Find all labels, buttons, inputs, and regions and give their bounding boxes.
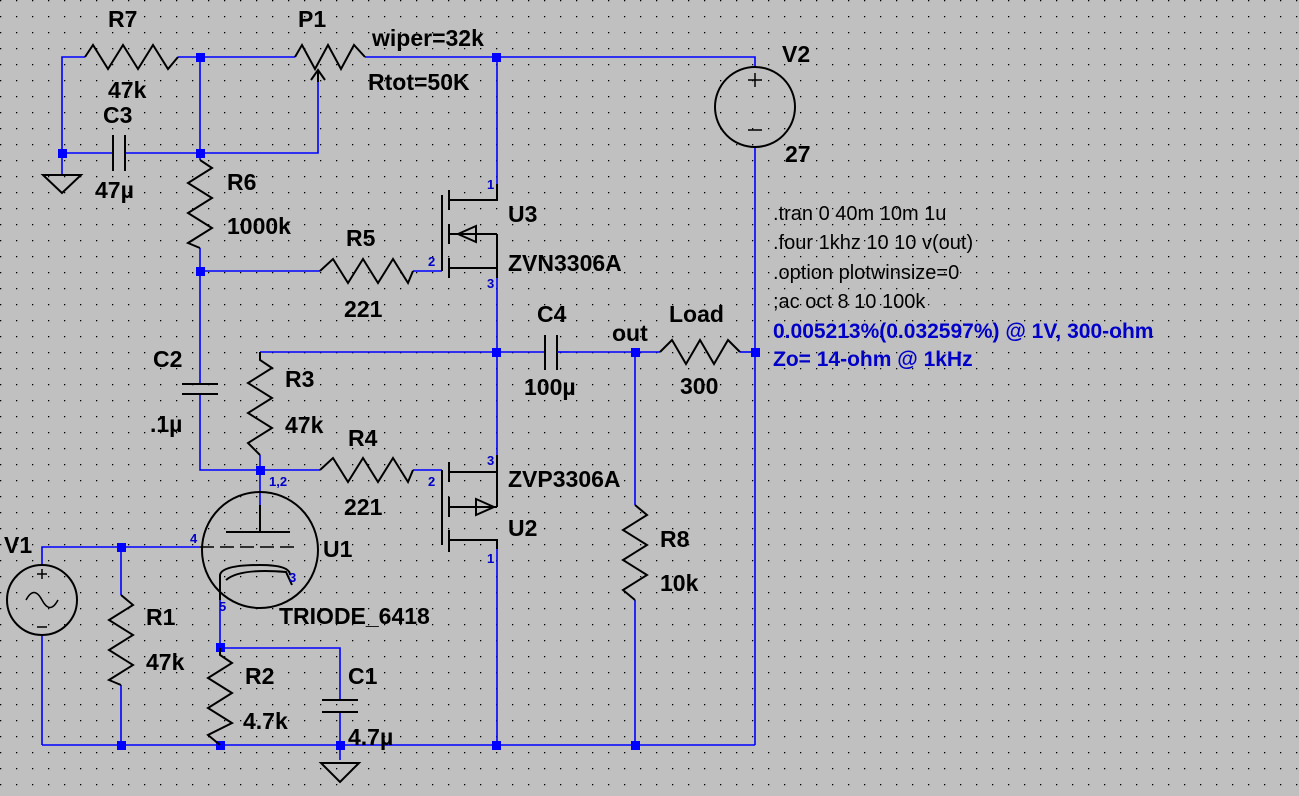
r8-ref: R8 [660, 526, 690, 552]
c1-value: 4.7µ [348, 724, 393, 750]
u3-part: ZVN3306A [508, 250, 622, 276]
capacitor-c1[interactable]: C1 4.7µ [322, 663, 393, 750]
resistor-r5[interactable]: R5 221 [319, 225, 414, 322]
load-value: 300 [680, 373, 718, 399]
potentiometer-p1[interactable]: P1 wiper=32k Rtot=50K [294, 6, 484, 95]
c4-ref: C4 [537, 301, 567, 327]
r7-ref: R7 [108, 6, 137, 32]
resistor-r7[interactable]: R7 47k [84, 6, 179, 103]
result-line: Zo= 14-ohm @ 1kHz [773, 348, 973, 371]
pmos-u2[interactable]: 3 2 1 ZVP3306A U2 [428, 453, 621, 566]
u2-pin-3: 3 [487, 453, 494, 468]
u1-part: TRIODE_6418 [279, 603, 430, 629]
c2-value: .1µ [150, 411, 182, 437]
c2-ref: C2 [153, 346, 182, 372]
ground-symbol-c1 [318, 762, 362, 784]
directive-line: .four 1khz 10 10 v(out) [773, 232, 973, 254]
r6-ref: R6 [227, 169, 256, 195]
u2-pin-1: 1 [487, 551, 494, 566]
resistor-r3[interactable]: R3 47k [246, 352, 324, 456]
resistor-r8[interactable]: R8 10k [621, 504, 699, 601]
v2-ref: V2 [782, 41, 810, 67]
resistor-r6[interactable]: R6 1000k [185, 159, 291, 249]
ground-symbol-c3 [40, 153, 84, 195]
u1-pin-4: 4 [190, 531, 198, 546]
r1-value: 47k [146, 649, 185, 675]
resistor-load[interactable]: Load 300 [659, 301, 741, 399]
resistor-r2[interactable]: R2 4.7k [206, 648, 288, 746]
r3-value: 47k [285, 412, 324, 438]
result-line: 0.005213%(0.032597%) @ 1V, 300-ohm [773, 320, 1153, 343]
u1-pin-3: 3 [289, 570, 296, 585]
u3-pin-3: 3 [487, 276, 494, 291]
c1-ref: C1 [348, 663, 378, 689]
c3-value: 47µ [95, 177, 134, 203]
r8-value: 10k [660, 570, 699, 596]
u1-ref: U1 [323, 536, 353, 562]
wires [41, 56, 756, 760]
resistor-r4[interactable]: R4 221 [319, 425, 414, 520]
resistor-r1[interactable]: R1 47k [106, 594, 185, 686]
triode-u1[interactable]: 1,2 4 3 5 U1 TRIODE_6418 [190, 474, 430, 629]
u3-pin-1: 1 [487, 177, 494, 192]
net-label-out: out [612, 320, 648, 346]
r2-ref: R2 [245, 663, 274, 689]
u1-pin-12: 1,2 [269, 474, 287, 489]
capacitor-c3[interactable]: C3 47µ [95, 102, 134, 203]
p1-ref: P1 [298, 6, 326, 32]
r2-value: 4.7k [243, 708, 288, 734]
capacitor-c4[interactable]: C4 100µ [524, 301, 576, 400]
p1-wiper: wiper=32k [371, 25, 484, 51]
nmos-u3[interactable]: 1 2 3 U3 ZVN3306A [428, 177, 622, 291]
r5-ref: R5 [346, 225, 376, 251]
u2-part: ZVP3306A [508, 466, 621, 492]
v2-value: 27 [785, 141, 811, 167]
sine-source-v1[interactable]: V1 [4, 532, 78, 636]
directive-line: ;ac oct 8 10 100k [773, 291, 926, 313]
u2-pin-2: 2 [428, 474, 435, 489]
u2-ref: U2 [508, 515, 537, 541]
v1-ref: V1 [4, 532, 32, 558]
r3-ref: R3 [285, 366, 314, 392]
u3-pin-2: 2 [428, 254, 435, 269]
r6-value: 1000k [227, 213, 291, 239]
r1-ref: R1 [146, 604, 176, 630]
r7-value: 47k [108, 77, 147, 103]
p1-rtot: Rtot=50K [368, 69, 470, 95]
u1-pin-5: 5 [219, 599, 226, 614]
directive-line: .option plotwinsize=0 [773, 262, 959, 284]
c4-value: 100µ [524, 374, 576, 400]
capacitor-c2[interactable]: C2 .1µ [150, 346, 218, 437]
r4-value: 221 [344, 494, 383, 520]
c3-ref: C3 [103, 102, 132, 128]
load-ref: Load [669, 301, 724, 327]
spice-directives[interactable]: .tran 0 40m 10m 1u .four 1khz 10 10 v(ou… [773, 203, 1153, 371]
u3-ref: U3 [508, 201, 537, 227]
voltage-source-v2[interactable]: V2 27 [714, 41, 811, 167]
directive-line: .tran 0 40m 10m 1u [773, 203, 946, 225]
r4-ref: R4 [348, 425, 378, 451]
r5-value: 221 [344, 296, 383, 322]
